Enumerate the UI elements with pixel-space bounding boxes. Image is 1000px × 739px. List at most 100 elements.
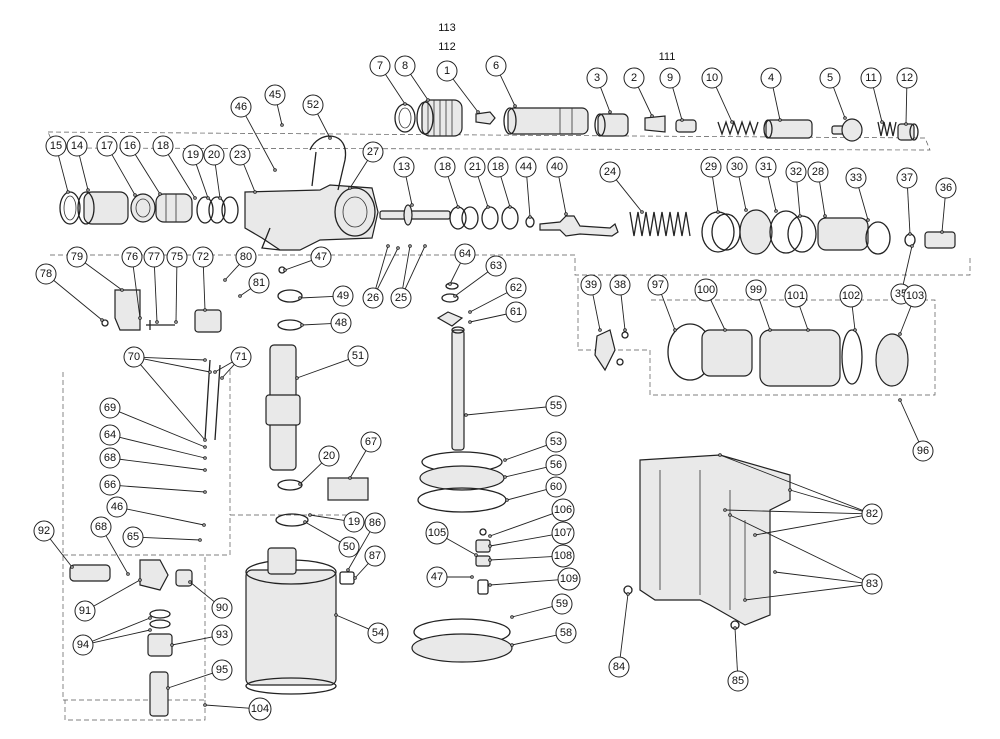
callout-c84: 84	[608, 592, 630, 678]
leader-line	[405, 176, 413, 206]
leader-tip	[126, 572, 130, 576]
callout-c18c: 18	[487, 156, 512, 209]
leader-tip	[608, 110, 612, 114]
second-row-parts	[59, 135, 956, 255]
callout-circle	[896, 67, 918, 89]
leader-tip	[148, 616, 152, 620]
callout-c111: 111	[659, 51, 676, 63]
callout-number: 9	[667, 72, 673, 84]
callout-c3: 3	[586, 67, 612, 114]
leader-tip	[220, 376, 224, 380]
callout-circle	[264, 84, 286, 106]
callout-c20a: 20	[203, 144, 225, 200]
callout-c38: 38	[609, 274, 631, 332]
callout-number: 11	[865, 72, 876, 84]
leader-tip	[488, 544, 492, 548]
callout-circle	[360, 431, 382, 453]
callout-circle	[545, 454, 567, 476]
callout-circle	[464, 156, 486, 178]
leader-tip	[680, 118, 684, 122]
callout-c55: 55	[464, 395, 567, 417]
callout-number: 50	[343, 541, 355, 553]
callout-c105: 105	[425, 521, 478, 557]
callout-number: 31	[760, 161, 772, 173]
callout-circle	[122, 526, 144, 548]
leader-line	[941, 197, 946, 233]
leader-tip	[100, 318, 104, 322]
leader-tip	[470, 575, 474, 579]
callout-number: 111	[659, 51, 676, 63]
callout-number: 27	[367, 146, 379, 158]
leader-line	[349, 160, 368, 189]
callout-c64b: 64	[99, 424, 207, 460]
callout-circle	[318, 445, 340, 467]
leader-line	[446, 538, 477, 556]
leader-line	[504, 444, 547, 461]
callout-circle	[845, 167, 867, 189]
leader-tip	[773, 570, 777, 574]
callout-number: 18	[439, 161, 451, 173]
callout-c70: 70	[123, 346, 212, 442]
leader-line	[119, 485, 206, 493]
callout-circle	[121, 246, 143, 268]
leader-line	[499, 74, 516, 107]
callout-number: 14	[71, 140, 83, 152]
callout-c7: 7	[369, 55, 407, 106]
callout-number: 71	[235, 351, 247, 363]
callout-c18b: 18	[434, 156, 460, 209]
leader-tip	[598, 328, 602, 332]
callout-number: 103	[906, 290, 924, 302]
leader-tip	[328, 136, 332, 140]
callout-c95: 95	[166, 659, 233, 690]
callout-circle	[72, 634, 94, 656]
leader-tip	[300, 323, 304, 327]
leader-tip	[348, 476, 352, 480]
leader-tip	[486, 205, 490, 209]
callout-circle	[235, 246, 257, 268]
leader-line	[558, 176, 567, 215]
leader-line	[299, 462, 323, 485]
callout-c113: 113	[438, 22, 456, 34]
callout-c85: 85	[727, 626, 749, 692]
leader-line	[284, 259, 312, 271]
callout-c40: 40	[546, 156, 568, 216]
callout-number: 30	[731, 161, 743, 173]
callout-number: 68	[104, 452, 116, 464]
callout-c9: 9	[659, 67, 684, 122]
callout-circle	[727, 670, 749, 692]
callout-c68b: 68	[90, 516, 130, 576]
callout-c53: 53	[503, 431, 567, 462]
leader-line	[53, 279, 103, 321]
callout-c61: 61	[468, 301, 527, 324]
callout-number: 18	[492, 161, 504, 173]
leader-tip	[448, 282, 452, 286]
callout-c28: 28	[807, 161, 829, 218]
callout-c90: 90	[188, 580, 233, 619]
callout-c72: 72	[192, 246, 214, 312]
leader-tip	[408, 244, 412, 248]
callout-c97: 97	[647, 274, 677, 332]
callout-number: 20	[208, 149, 220, 161]
callout-c56: 56	[503, 454, 567, 479]
leader-line	[469, 313, 507, 323]
callout-circle	[99, 424, 121, 446]
callout-circle	[302, 94, 324, 116]
callout-number: 54	[372, 627, 384, 639]
callout-number: 18	[157, 140, 169, 152]
leader-tip	[866, 218, 870, 222]
callout-c2: 2	[623, 67, 654, 118]
leader-line	[214, 164, 221, 199]
callout-number: 63	[490, 260, 502, 272]
leader-line	[204, 704, 250, 709]
leader-line	[175, 266, 178, 323]
callout-c39: 39	[580, 274, 602, 332]
callout-c14: 14	[66, 135, 90, 192]
callout-c92: 92	[33, 520, 74, 569]
callout-number: 93	[216, 629, 228, 641]
callout-circle	[515, 156, 537, 178]
callout-circle	[726, 156, 748, 178]
leader-line	[489, 556, 553, 561]
callout-c66: 66	[99, 474, 207, 496]
